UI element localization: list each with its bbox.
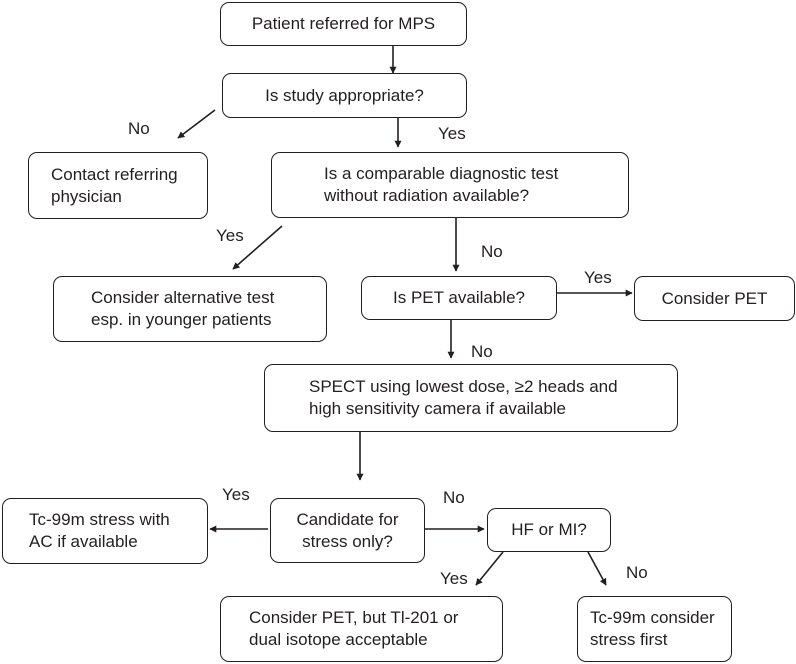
- label-pet-yes: Yes: [584, 268, 612, 287]
- node-consider-pet-tl201-text: Consider PET, but Tl-201 or dual isotope…: [249, 608, 459, 649]
- label-stress-yes: Yes: [222, 485, 250, 504]
- node-consider-pet: Consider PET: [634, 276, 795, 321]
- node-hf-or-mi: HF or MI?: [487, 508, 611, 552]
- node-comparable-test-text: Is a comparable diagnostic test without …: [324, 164, 559, 205]
- arrow-hf-mi-to-tc-stress-first: [587, 551, 607, 586]
- node-tc-stress-first-text: Tc-99m consider stress first: [590, 608, 715, 649]
- node-comparable-test: Is a comparable diagnostic test without …: [271, 152, 629, 218]
- node-contact-referring-physician: Contact referring physician: [28, 152, 208, 219]
- label-hfmi-no: No: [626, 563, 648, 582]
- node-patient-referred: Patient referred for MPS: [220, 2, 467, 46]
- node-candidate-stress-only-text: Candidate for stress only?: [296, 509, 399, 551]
- label-stress-no: No: [443, 488, 465, 507]
- node-hf-or-mi-text: HF or MI?: [511, 520, 587, 539]
- label-comparable-yes: Yes: [216, 226, 244, 245]
- arrow-comparable-to-alternative: [232, 225, 283, 270]
- node-patient-referred-text: Patient referred for MPS: [251, 14, 436, 33]
- node-tc-stress-with-ac-text: Tc-99m stress with AC if available: [29, 510, 170, 551]
- node-is-study-appropriate-text: Is study appropriate?: [265, 85, 424, 105]
- node-spect-text: SPECT using lowest dose, ≥2 heads and hi…: [309, 377, 618, 418]
- arrow-hf-mi-to-consider-pet-tl: [475, 551, 504, 586]
- label-pet-no: No: [471, 342, 493, 361]
- node-consider-alternative-test: Consider alternative test esp. in younge…: [53, 276, 327, 342]
- node-is-pet-available: Is PET available?: [361, 276, 557, 320]
- label-comparable-no: No: [481, 242, 503, 261]
- arrow-appropriate-to-contact: [177, 109, 216, 139]
- label-hfmi-yes: Yes: [440, 569, 468, 588]
- label-appropriate-yes: Yes: [438, 124, 466, 143]
- node-consider-pet-text: Consider PET: [661, 288, 768, 308]
- node-consider-alternative-test-text: Consider alternative test esp. in younge…: [91, 288, 275, 329]
- node-is-study-appropriate: Is study appropriate?: [222, 73, 467, 118]
- node-spect: SPECT using lowest dose, ≥2 heads and hi…: [264, 364, 678, 432]
- node-consider-pet-tl201: Consider PET, but Tl-201 or dual isotope…: [220, 596, 503, 662]
- label-appropriate-no: No: [128, 119, 150, 138]
- node-tc-stress-first: Tc-99m consider stress first: [577, 596, 732, 662]
- node-tc-stress-with-ac: Tc-99m stress with AC if available: [2, 498, 208, 564]
- node-candidate-stress-only: Candidate for stress only?: [270, 498, 425, 563]
- node-is-pet-available-text: Is PET available?: [393, 288, 525, 307]
- node-contact-referring-physician-text: Contact referring physician: [51, 164, 178, 206]
